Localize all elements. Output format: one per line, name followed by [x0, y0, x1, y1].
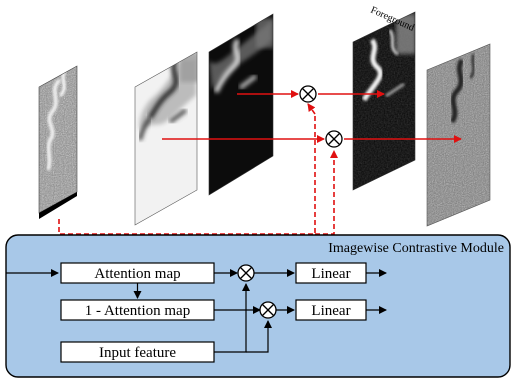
dashed-feed-to-mult1 [307, 103, 316, 115]
dashed-feed-line [58, 114, 316, 235]
module-title: Imagewise Contrastive Module [328, 241, 504, 256]
input-feature-label: Input feature [99, 345, 176, 361]
multiply-op-foreground [299, 85, 317, 103]
input-feature-map [38, 65, 78, 219]
imagewise-contrastive-module: Imagewise Contrastive Module Attention m… [5, 234, 511, 378]
linear-bottom-label: Linear [311, 303, 350, 319]
dashed-feed-to-mult2 [315, 150, 338, 235]
top-connections [58, 85, 462, 235]
multiply-op-background [325, 130, 343, 148]
attention-map-label: Attention map [94, 266, 180, 282]
module-multiply-op-top [237, 264, 255, 282]
linear-top-label: Linear [311, 266, 350, 282]
background-map [426, 43, 491, 227]
input-feature-feed-2 [246, 320, 272, 353]
inverse-attention-map-label: 1 - Attention map [85, 303, 190, 319]
attention-map-dark [208, 13, 274, 196]
foreground-map [352, 11, 416, 191]
feature-maps: Foreground [38, 5, 491, 227]
module-multiply-op-bottom [259, 301, 277, 319]
